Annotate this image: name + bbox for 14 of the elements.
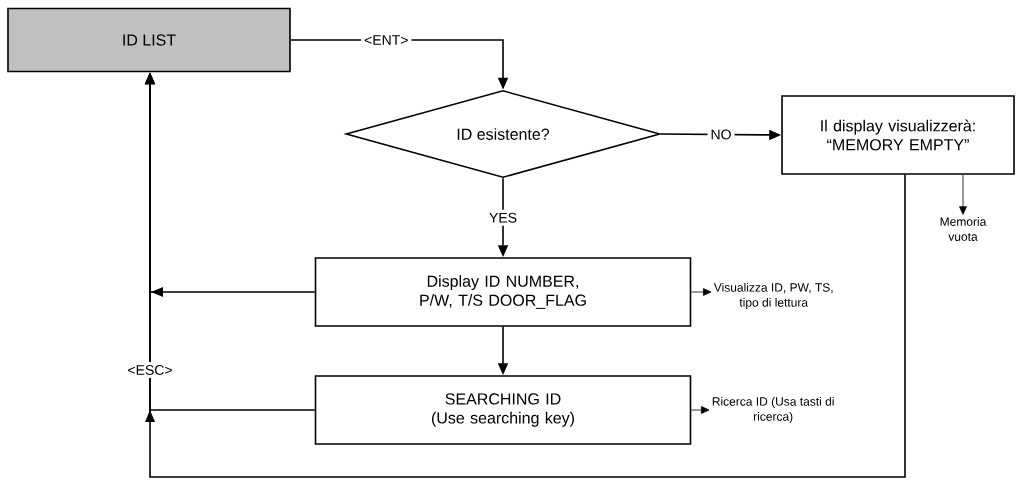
process-box: Display ID NUMBER, P/W, T/S DOOR_FLAG [314, 257, 692, 327]
process-box: Il display visualizzerà: “MEMORY EMPTY” [781, 95, 1015, 175]
process-box: SEARCHING ID (Use searching key) [314, 375, 692, 445]
arrow [690, 406, 710, 414]
note-text: Ricerca ID (Usa tasti di ricerca) [712, 396, 834, 424]
edge-label: <ENT> [361, 32, 412, 48]
note-text: Visualizza ID, PW, TS, tipo di lettura [713, 282, 833, 310]
note-text: Memoria vuota [940, 217, 987, 241]
edge-label: YES [486, 209, 520, 226]
edge-label: NO [707, 126, 735, 143]
menu-box: ID LIST [7, 7, 291, 73]
edge-label: <ESC> [124, 362, 176, 378]
arrow [959, 174, 967, 215]
arrow [690, 288, 712, 296]
